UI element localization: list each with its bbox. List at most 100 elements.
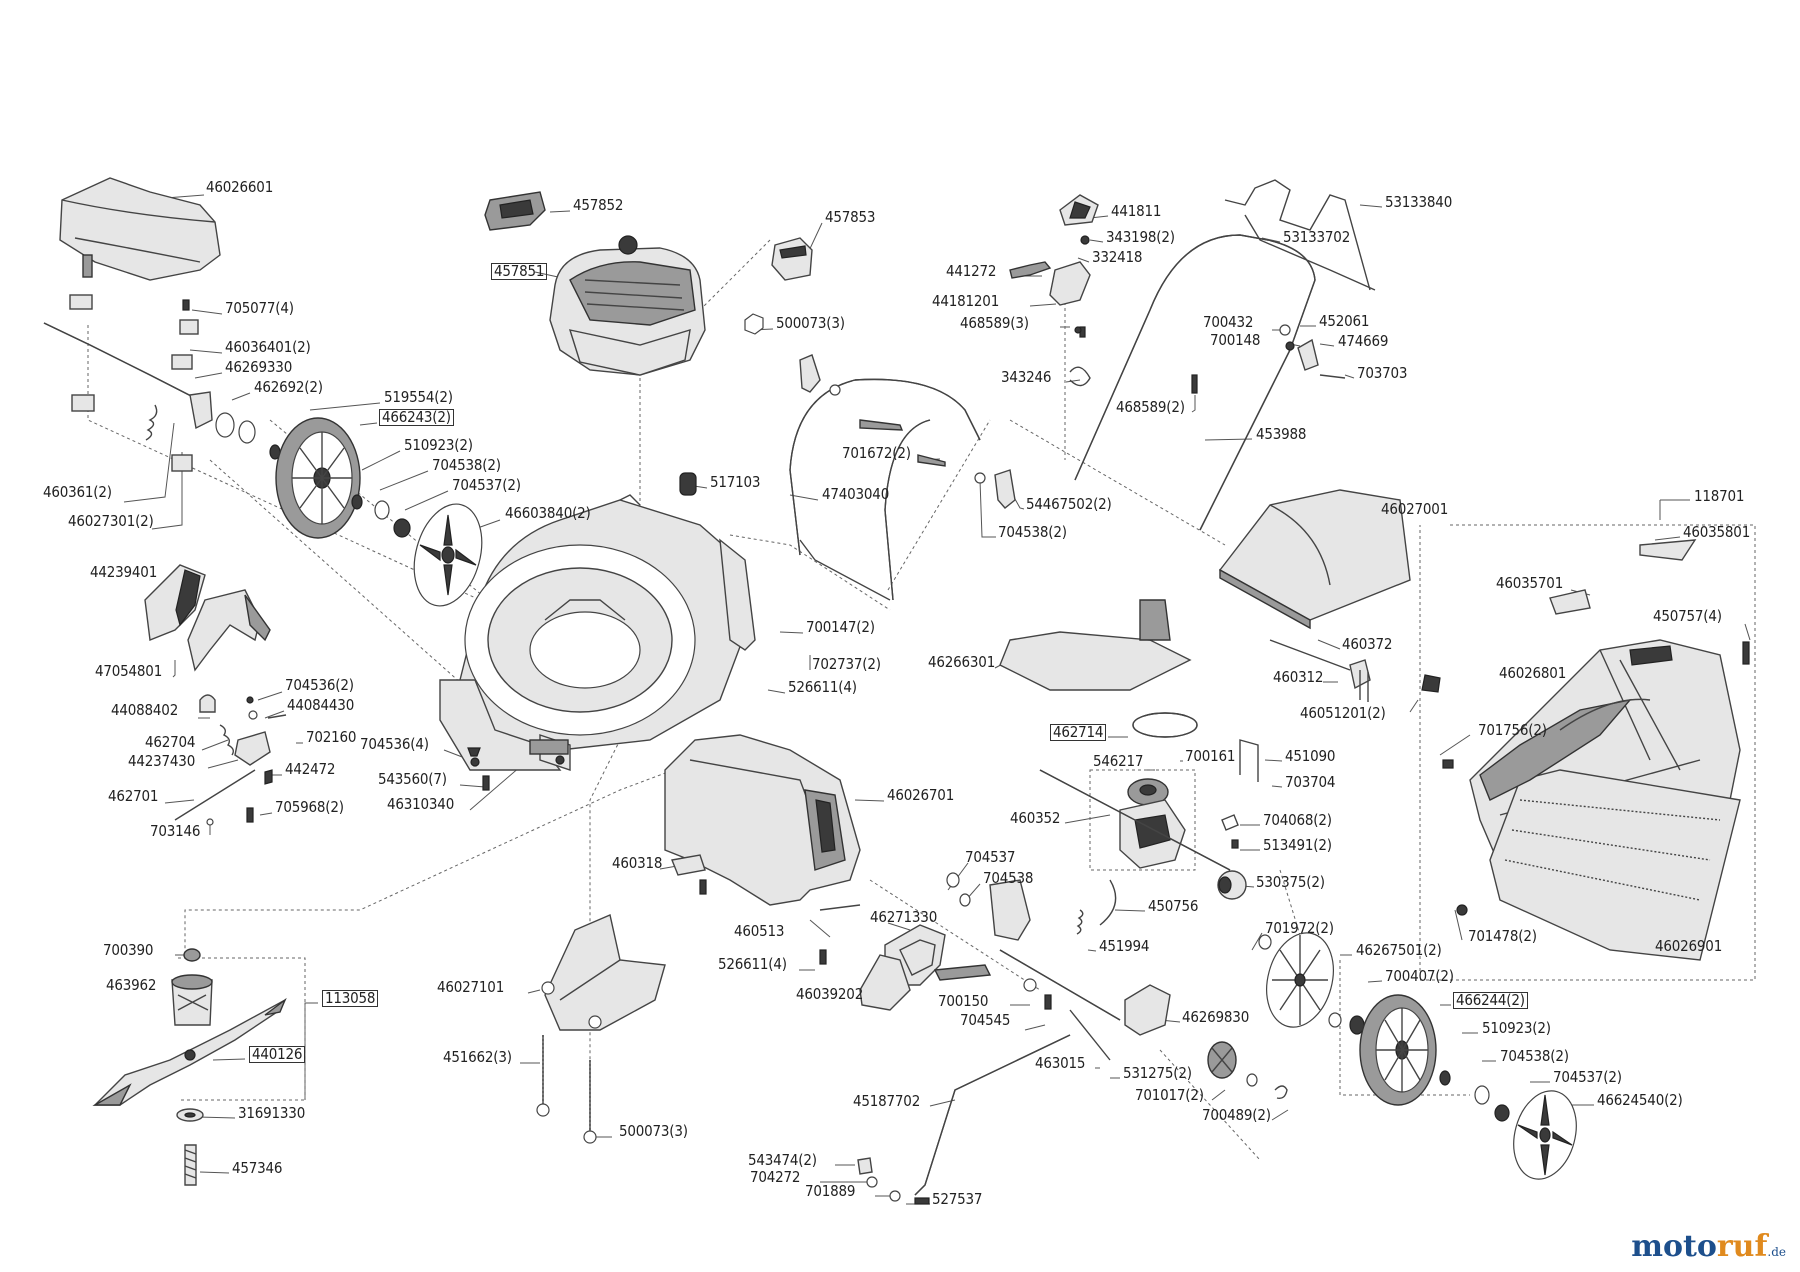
part-label: 457853 [825, 208, 876, 226]
part-label: 468589(2) [1116, 398, 1185, 416]
part-label: 453988 [1256, 425, 1307, 443]
part-label: 46271330 [870, 908, 938, 926]
part-label: 543560(7) [378, 770, 447, 788]
part-label: 450757(4) [1653, 607, 1722, 625]
part-label: 513491(2) [1263, 836, 1332, 854]
part-label: 705968(2) [275, 798, 344, 816]
part-label: 704538 [983, 869, 1034, 887]
part-label: 44239401 [90, 563, 158, 581]
part-label: 46266301 [928, 653, 996, 671]
part-label: 343198(2) [1106, 228, 1175, 246]
part-label: 704536(2) [285, 676, 354, 694]
upper-handle [1074, 179, 1376, 531]
front-axle-wheels [859, 872, 1577, 1180]
part-label: 53133840 [1385, 193, 1453, 211]
part-label: 704537(2) [452, 476, 521, 494]
part-label: 500073(3) [619, 1122, 688, 1140]
part-label: 546217 [1093, 752, 1144, 770]
part-label: 46036401(2) [225, 338, 311, 356]
part-label: 46035801 [1683, 523, 1751, 541]
part-label: 460352 [1010, 809, 1061, 827]
part-label: 46310340 [387, 795, 455, 813]
part-label: 700390 [103, 941, 154, 959]
part-label: 510923(2) [1482, 1019, 1551, 1037]
part-label: 700489(2) [1202, 1106, 1271, 1124]
rear-left-wheel [215, 412, 483, 607]
part-label: 701889 [805, 1182, 856, 1200]
part-label: 45187702 [853, 1092, 921, 1110]
part-label: 118701 [1694, 487, 1745, 505]
rear-flap-assembly [43, 177, 221, 472]
part-label: 700150 [938, 992, 989, 1010]
part-label: 700148 [1210, 331, 1261, 349]
discharge-chute [664, 734, 861, 965]
part-label: 460318 [612, 854, 663, 872]
part-label: 46624540(2) [1597, 1091, 1683, 1109]
part-label: 451090 [1285, 747, 1336, 765]
part-label: 462701 [108, 787, 159, 805]
height-adjuster-group [144, 564, 287, 826]
part-label: 46026901 [1655, 937, 1723, 955]
part-label: 526611(4) [788, 678, 857, 696]
part-label: 703703 [1357, 364, 1408, 382]
grassbox-lid [999, 489, 1441, 702]
part-label: 463962 [106, 976, 157, 994]
part-label: 460513 [734, 922, 785, 940]
part-label: 332418 [1092, 248, 1143, 266]
part-label: 704538(2) [998, 523, 1067, 541]
mower-deck [439, 494, 756, 791]
part-label: 702737(2) [812, 655, 881, 673]
brand-part-1: moto [1631, 1229, 1717, 1264]
part-label: 463015 [1035, 1054, 1086, 1072]
part-label: 54467502(2) [1026, 495, 1112, 513]
part-label: 701017(2) [1135, 1086, 1204, 1104]
part-label: 460312 [1273, 668, 1324, 686]
part-label: 343246 [1001, 368, 1052, 386]
part-label: 46027001 [1381, 500, 1449, 518]
part-label: 700407(2) [1385, 967, 1454, 985]
part-label: 451994 [1099, 937, 1150, 955]
part-label: 457851 [491, 263, 548, 280]
part-label: 701478(2) [1468, 927, 1537, 945]
part-label: 462692(2) [254, 378, 323, 396]
part-label: 526611(4) [718, 955, 787, 973]
part-label: 46035701 [1496, 574, 1564, 592]
part-label: 701756(2) [1478, 721, 1547, 739]
part-label: 510923(2) [404, 436, 473, 454]
part-label: 704538(2) [432, 456, 501, 474]
part-label: 700161 [1185, 747, 1236, 765]
part-label: 46603840(2) [505, 504, 591, 522]
part-label: 500073(3) [776, 314, 845, 332]
mulch-insert [536, 914, 666, 1144]
part-label: 31691330 [238, 1104, 306, 1122]
part-label: 466244(2) [1453, 992, 1528, 1009]
part-label: 44084430 [287, 696, 355, 714]
part-label: 46027301(2) [68, 512, 154, 530]
part-label: 704068(2) [1263, 811, 1332, 829]
part-label: 457852 [573, 196, 624, 214]
part-label: 46269330 [225, 358, 293, 376]
part-label: 530375(2) [1256, 873, 1325, 891]
part-label: 46039202 [796, 985, 864, 1003]
drive-lever [857, 1034, 1071, 1205]
blade-assembly [92, 948, 287, 1186]
part-label: 46026801 [1499, 664, 1567, 682]
part-label: 702160 [306, 728, 357, 746]
part-label: 704536(4) [360, 735, 429, 753]
part-label: 704272 [750, 1168, 801, 1186]
lower-handle [679, 354, 1016, 601]
brand-part-3: .de [1767, 1245, 1786, 1259]
grass-catcher [1442, 539, 1750, 961]
part-label: 531275(2) [1123, 1064, 1192, 1082]
part-label: 46026701 [887, 786, 955, 804]
part-label: 44088402 [111, 701, 179, 719]
part-label: 53133702 [1283, 228, 1351, 246]
part-label: 44237430 [128, 752, 196, 770]
part-label: 527537 [932, 1190, 983, 1208]
part-label: 113058 [322, 990, 379, 1007]
part-label: 46051201(2) [1300, 704, 1386, 722]
part-label: 474669 [1338, 332, 1389, 350]
part-label: 441811 [1111, 202, 1162, 220]
part-label: 441272 [946, 262, 997, 280]
